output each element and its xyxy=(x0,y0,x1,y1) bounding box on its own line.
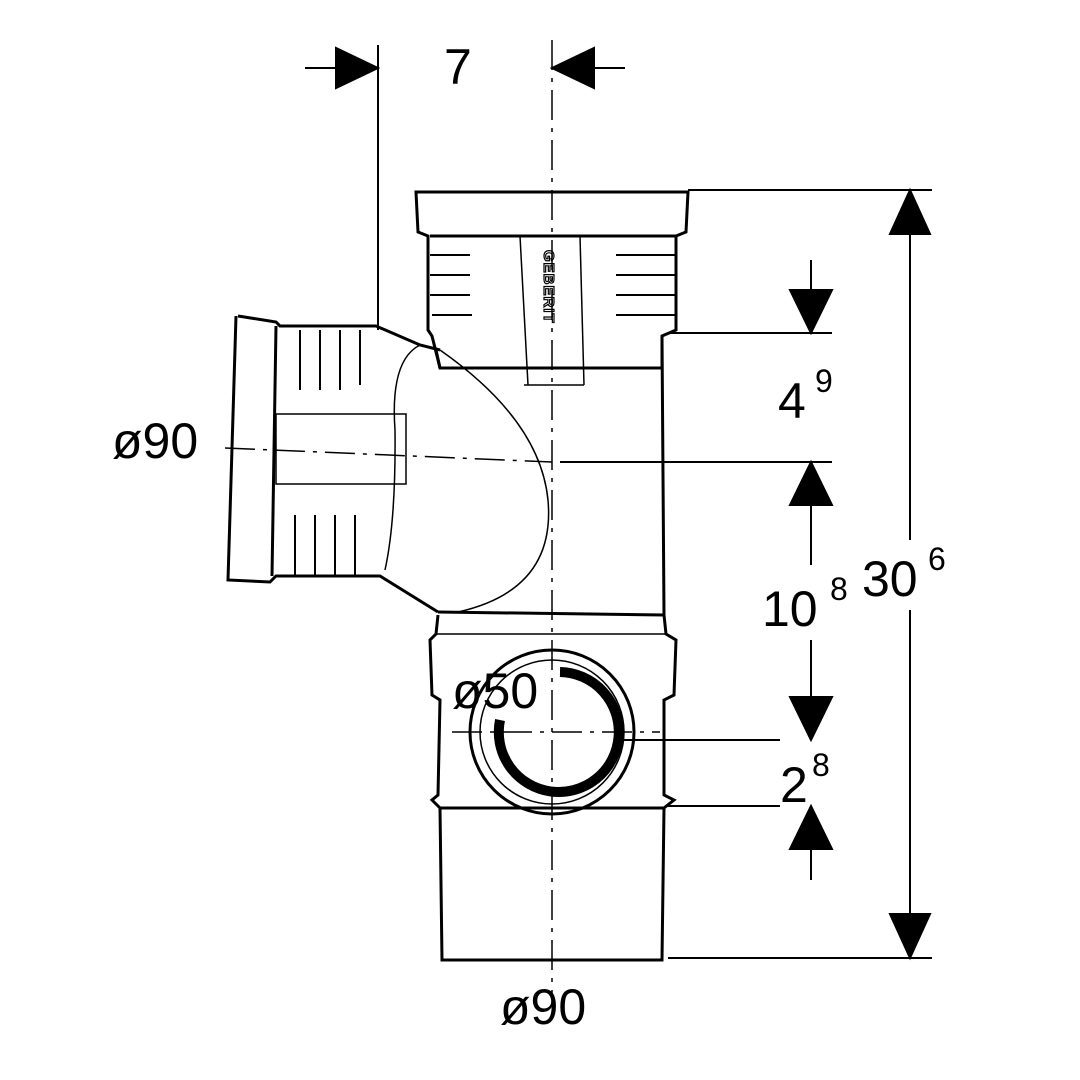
dim-offset-top: 7 xyxy=(444,39,472,95)
dim-branch-height-sup: 8 xyxy=(830,571,848,607)
dim-side-diameter: ø50 xyxy=(452,663,538,719)
dim-branch-diameter: ø90 xyxy=(112,413,198,469)
center-lines xyxy=(224,40,660,1000)
branch-socket xyxy=(226,314,441,614)
geberit-logo: GEBERIT xyxy=(540,250,557,324)
dim-total-height-sup: 6 xyxy=(928,541,946,577)
branch-curve xyxy=(439,349,550,613)
side-outlet-seal xyxy=(493,667,624,797)
dim-main-diameter: ø90 xyxy=(500,979,586,1035)
dim-socket-depth: 4 xyxy=(778,373,806,429)
grooves xyxy=(294,254,676,575)
dim-total-height: 30 xyxy=(862,551,918,607)
dimension-lines xyxy=(305,45,932,961)
dim-branch-height: 10 xyxy=(762,581,818,637)
dim-bottom-offset: 2 xyxy=(780,757,808,813)
main-pipe-body xyxy=(434,335,666,617)
dim-bottom-offset-sup: 8 xyxy=(812,747,830,783)
fitting-outline xyxy=(226,190,690,962)
dim-socket-depth-sup: 9 xyxy=(815,363,833,399)
